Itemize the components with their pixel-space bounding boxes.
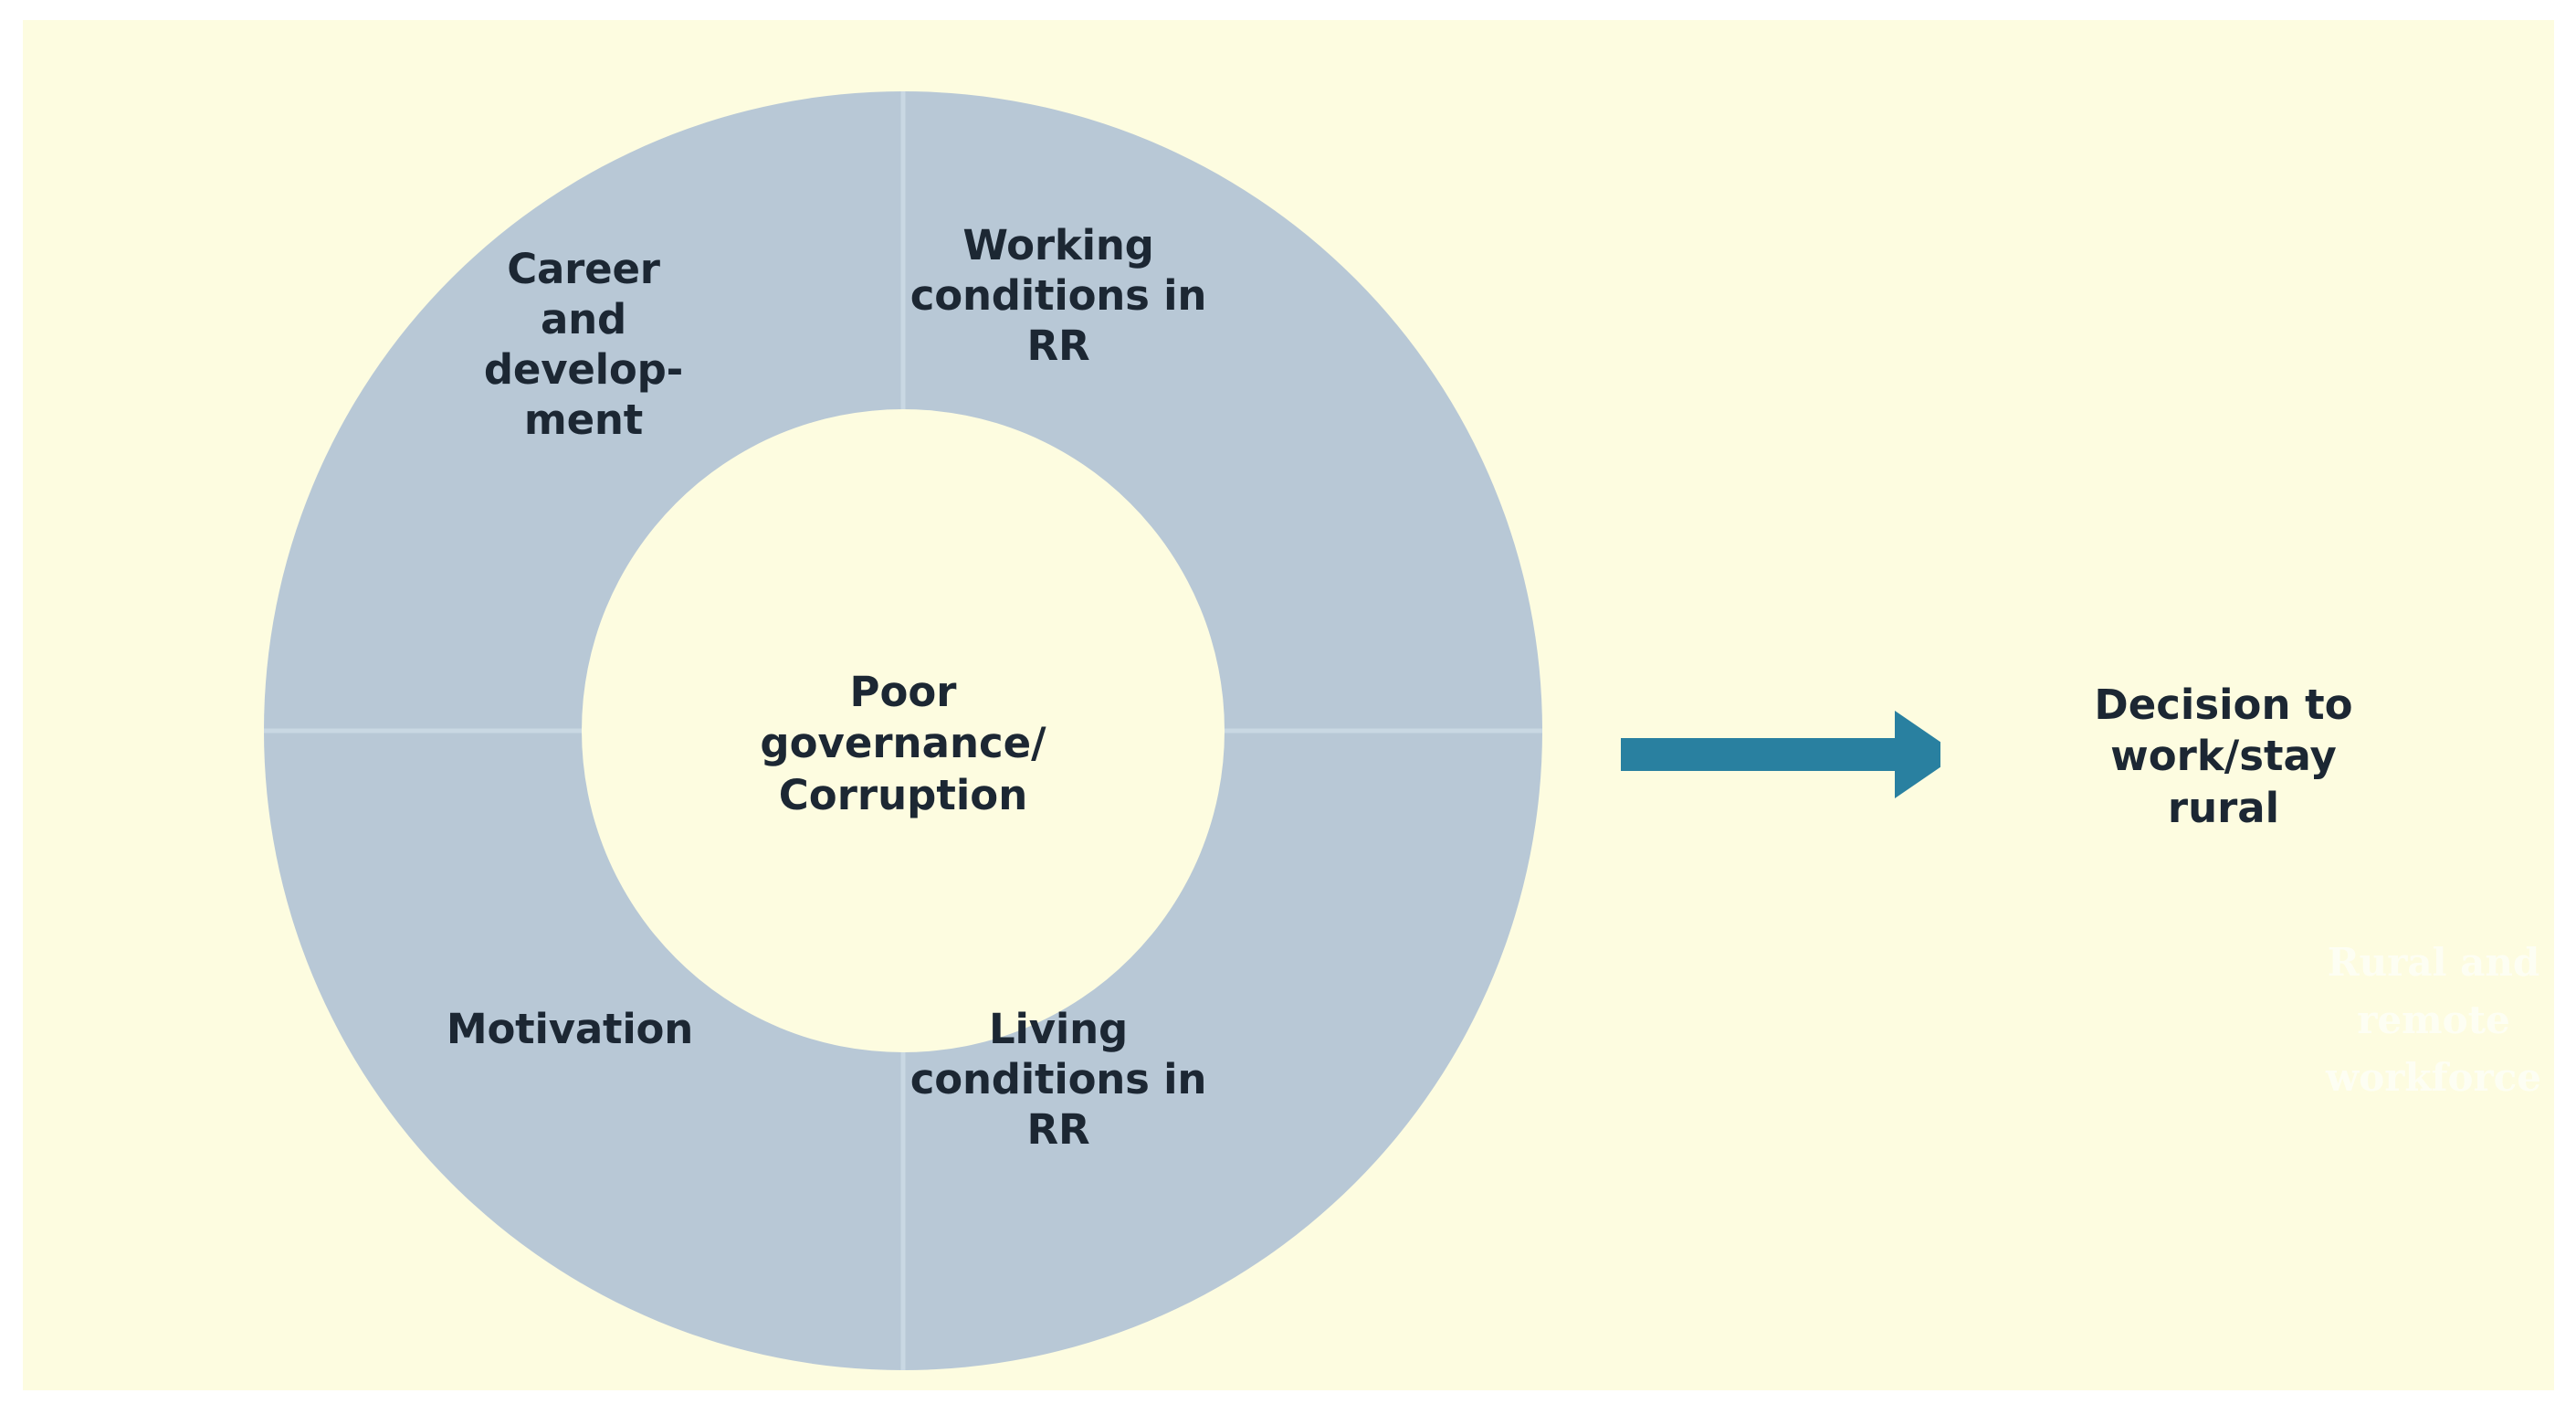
donut-center-label: Poor governance/ Corruption	[760, 668, 1046, 819]
donut-hub	[582, 409, 1225, 1052]
watermark-label: Rural and remote workforce	[2326, 940, 2541, 1100]
donut-chart: Career and develop- ment Working conditi…	[264, 91, 1542, 1370]
donut-segment-label-living-conditions: Living conditions in RR	[909, 1005, 1207, 1154]
donut-segment-label-working-conditions: Working conditions in RR	[909, 221, 1207, 370]
arrow-right-icon	[1621, 698, 1940, 812]
donut-segment-label-motivation: Motivation	[446, 1005, 694, 1053]
figure-canvas: Career and develop- ment Working conditi…	[23, 20, 2554, 1390]
outcome-label: Decision to work/stay rural	[2094, 681, 2353, 832]
arrow-shape	[1621, 711, 1940, 798]
donut-segment-label-career-and-development: Career and develop- ment	[483, 245, 684, 444]
